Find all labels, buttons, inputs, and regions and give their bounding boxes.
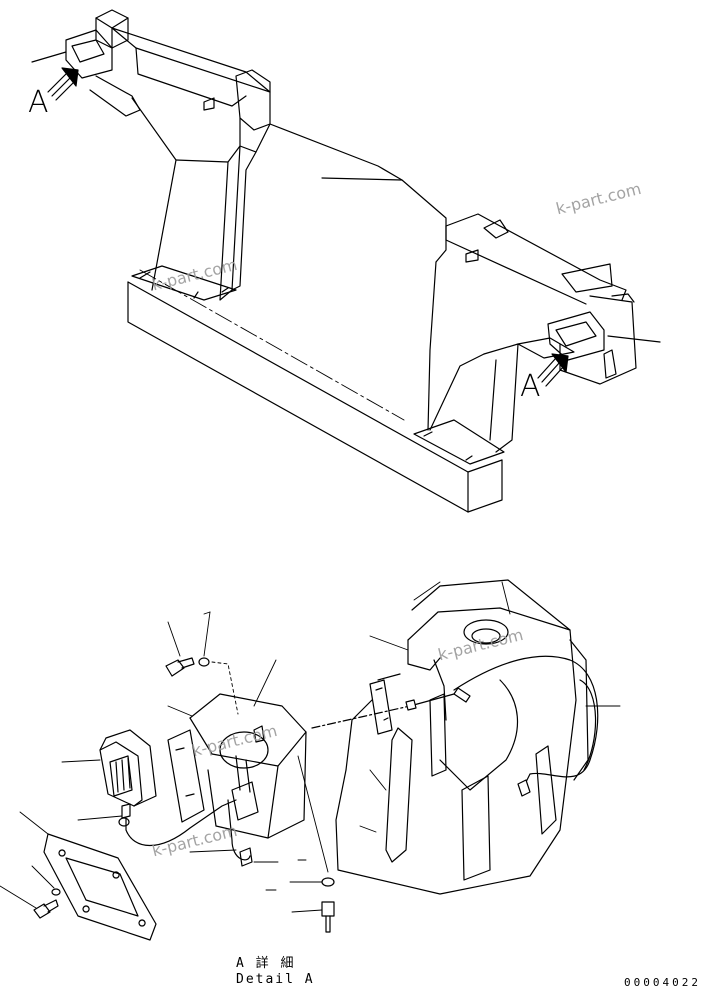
washer-icon: [118, 817, 130, 827]
washer-icon: [198, 657, 210, 667]
gasket-icon: [43, 833, 157, 941]
bolt-icon: [33, 899, 59, 919]
harness-line: [453, 655, 599, 791]
view-label-a: A: [520, 369, 541, 404]
view-label-a: A: [28, 85, 49, 120]
bolt-icon: [165, 657, 195, 677]
leader-line: [0, 581, 621, 913]
drawing-number: 00004022: [624, 976, 701, 989]
bolt-icon: [321, 901, 335, 933]
leader-line: [607, 335, 661, 343]
hose-icon: [579, 679, 597, 771]
center-line: [139, 269, 405, 421]
housing-body: [335, 579, 589, 895]
cable-line: [227, 799, 251, 861]
view-arrow-icon: [537, 353, 569, 387]
detail-caption-jp: A 詳 細: [236, 956, 296, 971]
washer-icon: [51, 888, 61, 896]
wire-line: [311, 705, 411, 729]
frame-assembly: [65, 9, 637, 513]
bracket-plate: [369, 679, 393, 735]
cable-line: [125, 799, 237, 847]
mounting-bracket: [167, 693, 307, 839]
leader-line: [31, 51, 67, 63]
view-arrow-icon: [47, 67, 79, 101]
detail-caption-en: Detail A: [236, 972, 315, 987]
washer-icon: [321, 877, 335, 887]
headlight-icon: [99, 729, 157, 819]
